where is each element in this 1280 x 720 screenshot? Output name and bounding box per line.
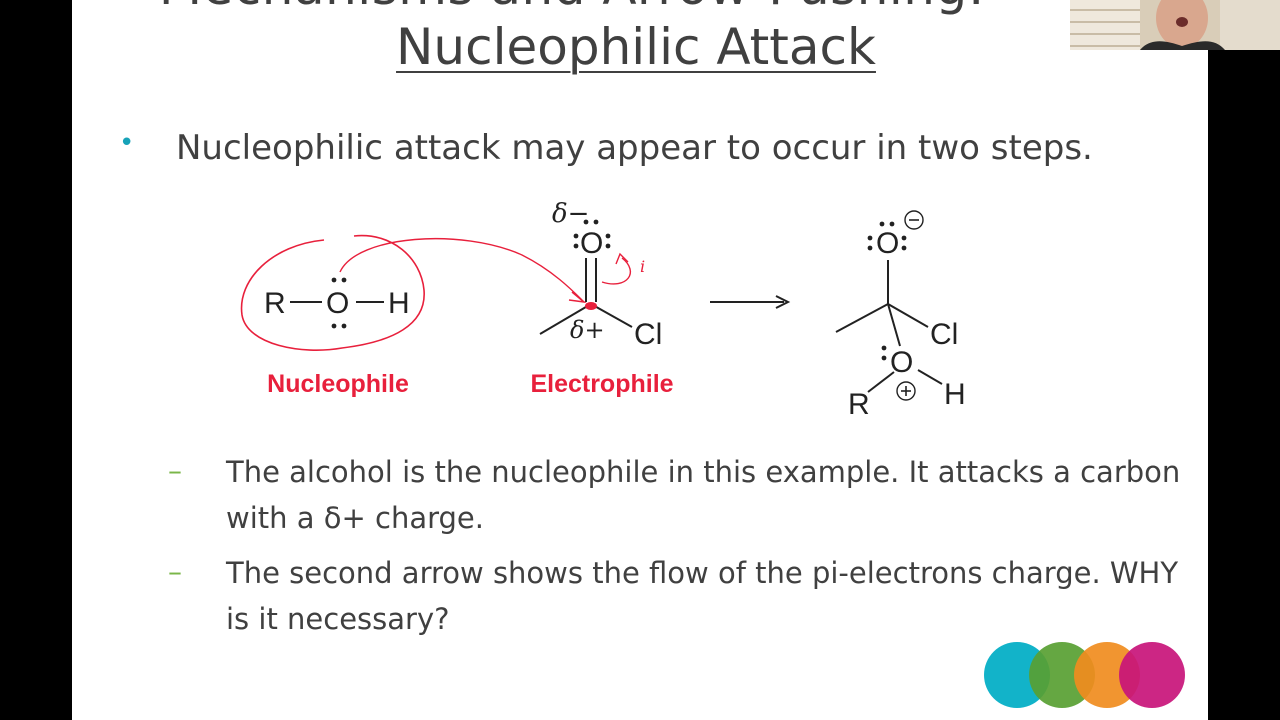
bond-o-h xyxy=(917,369,943,385)
carbon-highlight xyxy=(585,302,597,310)
product-molecule: O Cl O R H xyxy=(835,210,966,421)
presenter-shirt xyxy=(1140,41,1225,50)
presenter-mouth xyxy=(1176,17,1188,27)
electrophile-o: O xyxy=(580,227,603,260)
lone-pair-dot xyxy=(867,235,873,241)
pi-electron-arrowhead xyxy=(615,252,629,265)
product-h: H xyxy=(944,378,966,411)
nucleophile-r: R xyxy=(264,287,286,320)
lone-pair-dot xyxy=(889,221,895,227)
sub-bullet-dash: – xyxy=(168,454,182,487)
annotation-mark: i xyxy=(640,257,645,276)
electrophile-molecule: O Cl xyxy=(539,219,662,351)
lone-pair-dot xyxy=(901,235,907,241)
brand-logo xyxy=(984,642,1185,708)
logo-circle-4 xyxy=(1119,642,1185,708)
nucleophile-label: Nucleophile xyxy=(267,370,409,398)
lone-pair-dot xyxy=(867,245,873,251)
delta-plus: δ+ xyxy=(570,316,605,344)
lone-pair-dot xyxy=(593,219,599,225)
nucleophile-h: H xyxy=(388,287,410,320)
bond-c-cl xyxy=(887,303,929,328)
reaction-diagram: R O H Nucleophile O xyxy=(240,199,966,421)
slide: Mechanisms and Arrow-Pushing: Nucleophil… xyxy=(72,0,1208,720)
product-r: R xyxy=(848,388,870,421)
bond-c-o xyxy=(887,303,901,347)
lone-pair-dot xyxy=(341,323,347,329)
reaction-arrowhead xyxy=(775,295,791,309)
lone-pair-dot xyxy=(583,219,589,225)
slide-title: Nucleophilic Attack xyxy=(396,18,876,76)
electrophile-cl: Cl xyxy=(634,318,662,351)
negative-charge-icon xyxy=(904,210,924,230)
bond-c-cl xyxy=(590,303,633,328)
nucleophile-molecule: R O H xyxy=(264,277,410,329)
lone-pair-dot xyxy=(605,243,611,249)
lone-pair-dot xyxy=(573,243,579,249)
lone-pair-dot xyxy=(573,233,579,239)
bond-c-methyl xyxy=(835,303,889,333)
lone-pair-dot xyxy=(605,233,611,239)
nucleophile-o: O xyxy=(326,287,349,320)
bond-c-methyl xyxy=(539,303,592,335)
lone-pair-dot xyxy=(331,277,337,283)
lone-pair-dot xyxy=(881,355,887,361)
lone-pair-dot xyxy=(341,277,347,283)
pi-electron-arrow xyxy=(601,257,632,285)
lone-pair-dot xyxy=(881,345,887,351)
bond-o-r xyxy=(867,371,895,393)
presenter-webcam xyxy=(1070,0,1280,50)
lone-pair-dot xyxy=(901,245,907,251)
cut-off-title: Mechanisms and Arrow-Pushing: xyxy=(72,0,1072,16)
main-bullet: Nucleophilic attack may appear to occur … xyxy=(176,128,1093,168)
sub-bullet-dash: – xyxy=(168,555,182,588)
attack-arrow xyxy=(339,237,583,301)
nucleophile-circle-annotation xyxy=(240,234,425,351)
positive-charge-icon xyxy=(896,381,916,401)
product-o-mid: O xyxy=(890,346,913,379)
electrophile-label: Electrophile xyxy=(530,370,673,398)
product-o-top: O xyxy=(876,227,899,260)
attack-arrowhead xyxy=(568,291,587,304)
product-cl: Cl xyxy=(930,318,958,351)
wall-right xyxy=(1220,0,1280,50)
window-blinds xyxy=(1070,0,1140,50)
sub-bullet-2: The second arrow shows the flow of the p… xyxy=(226,556,1179,636)
lone-pair-dot xyxy=(331,323,337,329)
lone-pair-dot xyxy=(879,221,885,227)
sub-bullet-1: The alcohol is the nucleophile in this e… xyxy=(226,455,1181,535)
delta-minus: δ− xyxy=(552,199,589,229)
bullet-dot: • xyxy=(119,128,135,158)
